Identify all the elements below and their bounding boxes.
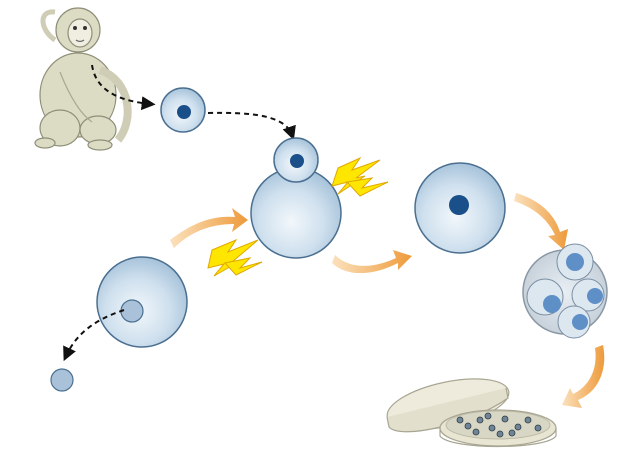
early-embryo	[522, 243, 608, 339]
egg-cell	[96, 256, 188, 348]
donor-somatic-cell	[160, 87, 206, 133]
arrow-egg-to-fusion	[170, 208, 248, 248]
arrow-egg-to-embryo	[514, 193, 568, 250]
lightning-icon	[331, 156, 389, 197]
arrow-embryo-to-dish	[562, 345, 605, 408]
monkey-icon	[34, 7, 132, 151]
petri-dish-icon	[386, 378, 557, 448]
arrow-cell-to-fusion	[207, 111, 296, 141]
arrow-fusion-to-egg	[332, 250, 412, 274]
reconstructed-egg	[414, 162, 506, 254]
lightning-icon	[207, 238, 263, 277]
removed-nucleus	[50, 368, 74, 392]
fusion-cells	[250, 137, 342, 259]
arrow-remove-nucleus	[63, 309, 125, 362]
arrow-monkey-to-cell	[91, 64, 156, 111]
